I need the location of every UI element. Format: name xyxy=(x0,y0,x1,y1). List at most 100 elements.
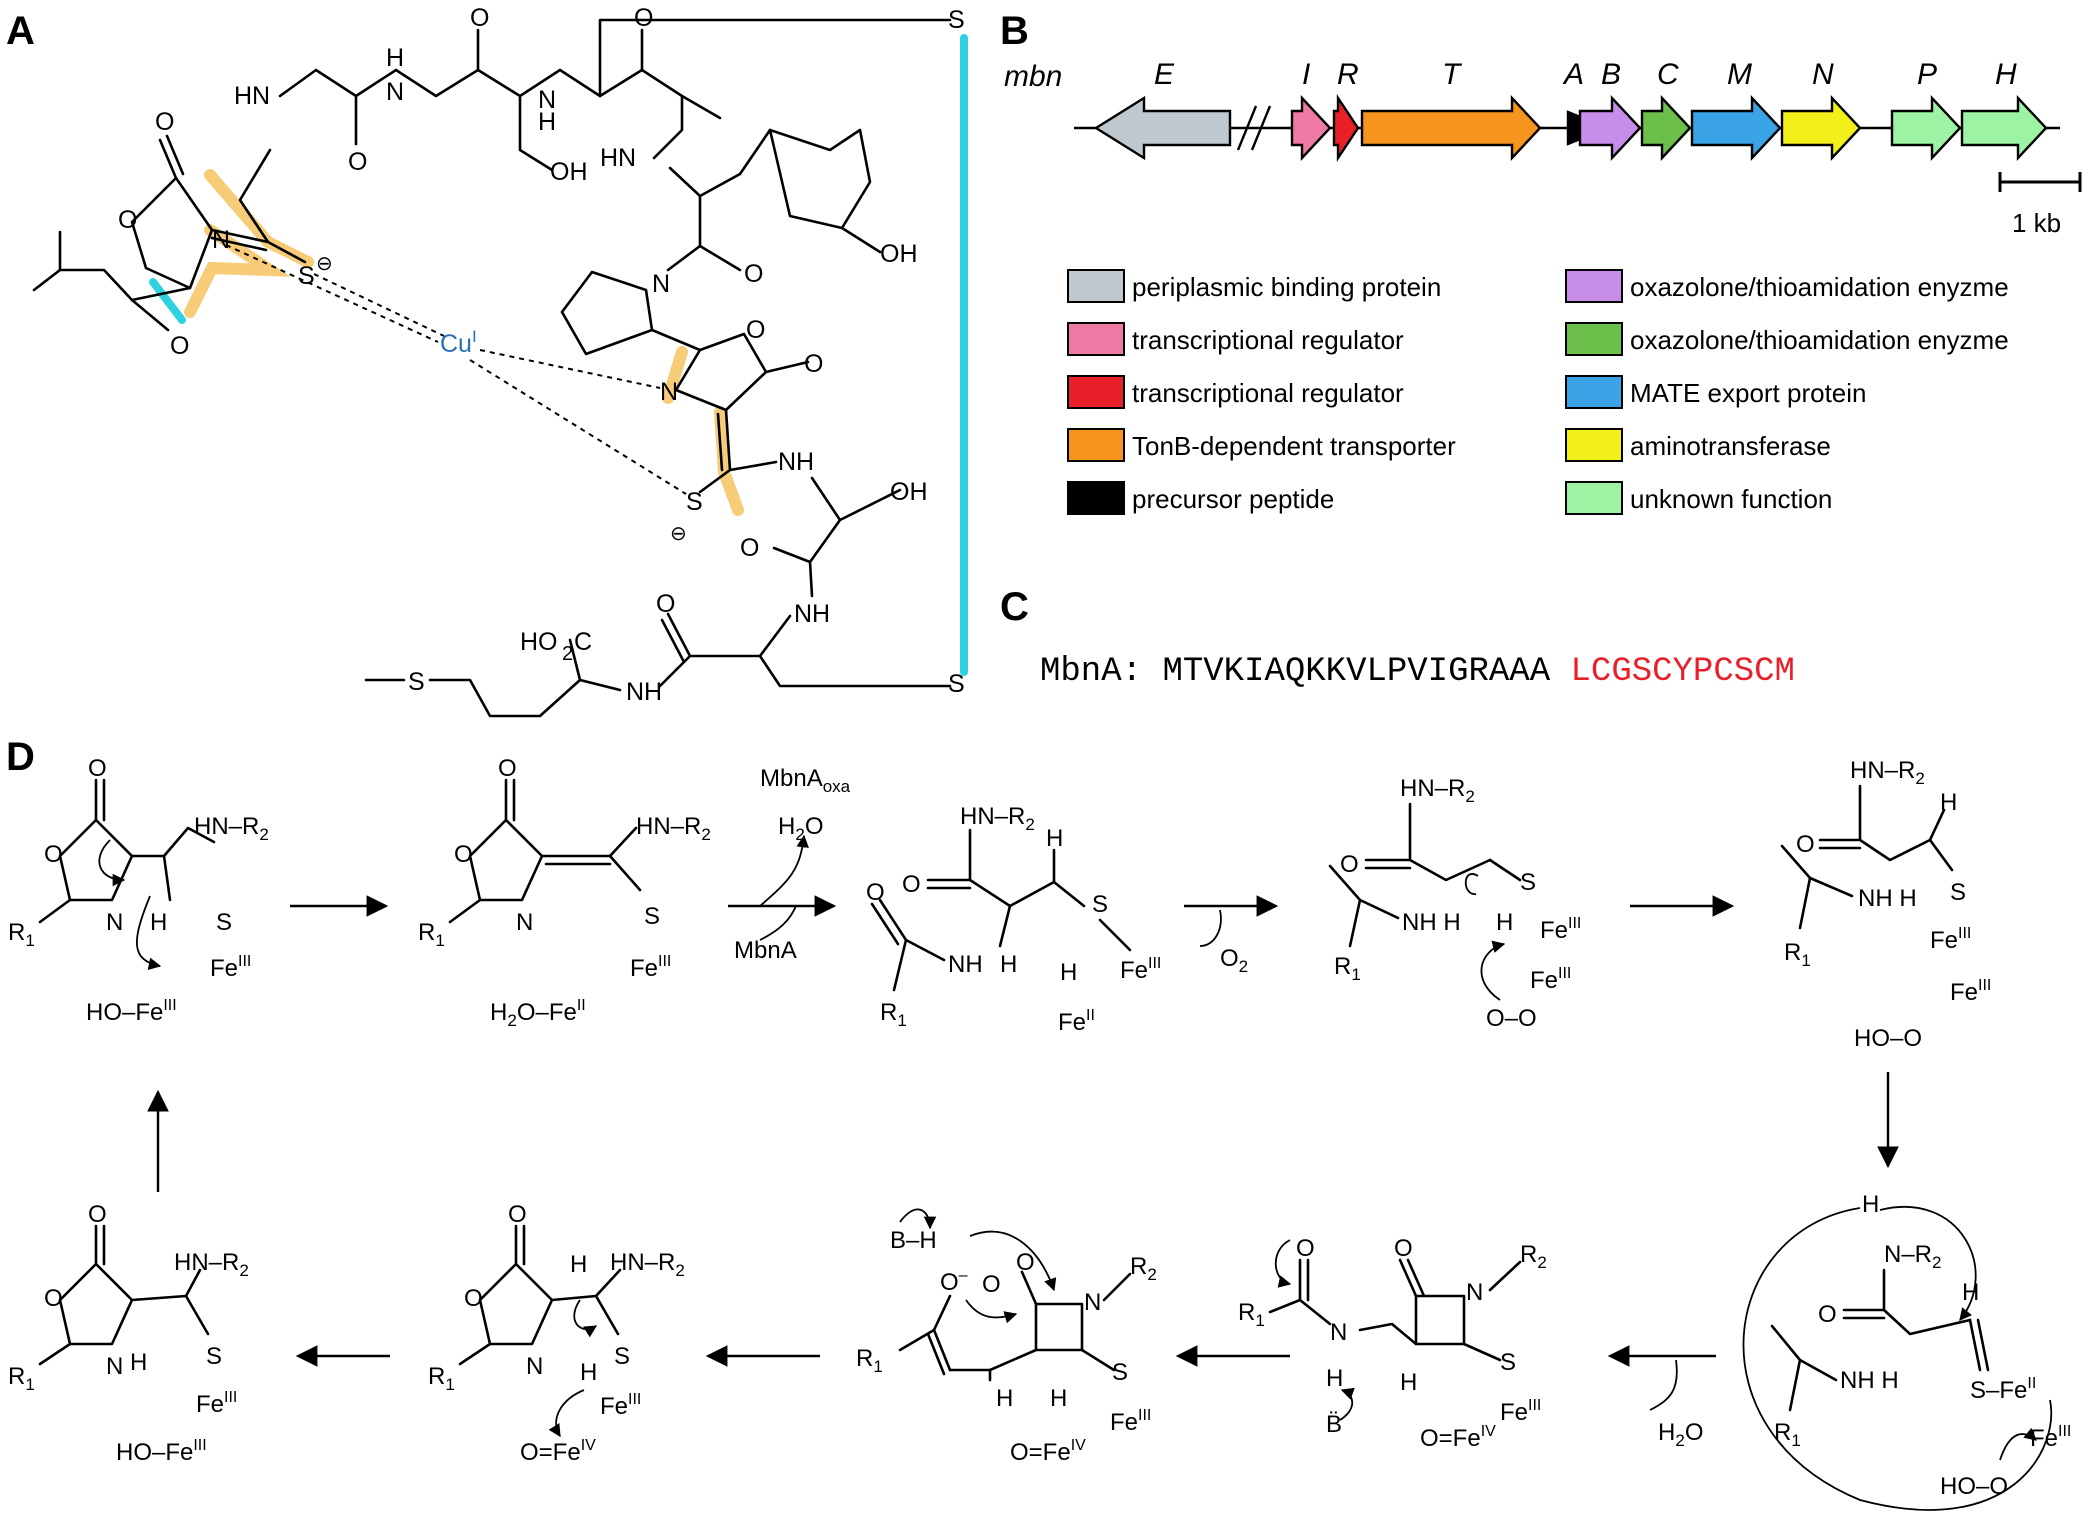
svg-text:H: H xyxy=(1000,951,1017,978)
cu-n-coordination-2 xyxy=(479,349,661,389)
mechanism-intermediate-9: O O N R1 H HN–R2 S FeIII O=FeIV H xyxy=(428,1201,685,1466)
svg-text:HN–R2: HN–R2 xyxy=(636,813,711,844)
svg-text:O: O xyxy=(1796,831,1815,858)
svg-text:HO–O: HO–O xyxy=(1854,1025,1922,1052)
svg-text:O: O xyxy=(1340,851,1359,878)
svg-text:O: O xyxy=(44,841,63,868)
svg-text:HN–R2: HN–R2 xyxy=(610,1249,685,1280)
svg-text:O=FeIV: O=FeIV xyxy=(1010,1437,1086,1466)
leader-peptide: MTVKIAQKKVLPVIGRAAA xyxy=(1162,653,1550,691)
mechanism-intermediate-1: O O N R1 H HN–R2 S FeIII HO–FeIII xyxy=(8,755,269,1026)
svg-text:HN–R2: HN–R2 xyxy=(194,813,269,844)
svg-text:O: O xyxy=(902,871,921,898)
svg-text:H: H xyxy=(996,1385,1013,1412)
svg-text:FeIII: FeIII xyxy=(1540,915,1581,944)
gene-arrow-c xyxy=(1640,94,1692,162)
svg-text:S: S xyxy=(1092,891,1108,918)
svg-text:HO–FeIII: HO–FeIII xyxy=(86,997,177,1026)
svg-text:NH H: NH H xyxy=(1858,885,1917,912)
svg-text:R1: R1 xyxy=(418,919,445,950)
gene-label-e: E xyxy=(1154,58,1175,91)
mechanism-intermediate-4: HN–R2 O S FeIII FeIII NH H H R1 O–O xyxy=(1328,775,1581,1032)
panel-d-mechanism: O O N R1 H HN–R2 S FeIII HO–FeIII O O N … xyxy=(8,755,2071,1511)
svg-text:FeIII: FeIII xyxy=(600,1391,641,1420)
svg-text:O: O xyxy=(498,755,517,782)
gene-label-h: H xyxy=(1995,58,2017,91)
svg-text:HO–O: HO–O xyxy=(1940,1473,2008,1500)
svg-text:O: O xyxy=(348,148,367,176)
gene-arrow-t xyxy=(1360,94,1542,162)
core-peptide: LCGSCYPCSCM xyxy=(1571,653,1795,691)
svg-text:OH: OH xyxy=(550,158,588,186)
gene-label-i: I xyxy=(1302,58,1310,91)
svg-text:S: S xyxy=(686,488,703,516)
sequence-label: MbnA: xyxy=(1040,653,1142,691)
svg-text:NH: NH xyxy=(948,951,983,978)
svg-text:FeIII: FeIII xyxy=(2030,1423,2071,1452)
legend-label: TonB-dependent transporter xyxy=(1132,431,1456,461)
svg-text:H: H xyxy=(1940,789,1957,816)
svg-text:⊖: ⊖ xyxy=(316,253,333,275)
oxazolone-highlight-1 xyxy=(184,224,291,318)
svg-text:NH: NH xyxy=(794,600,830,628)
svg-text:HN–R2: HN–R2 xyxy=(174,1249,249,1280)
svg-text:H: H xyxy=(386,44,404,72)
carbonyl-highlight xyxy=(149,278,186,324)
panel-letter-c: C xyxy=(1000,585,1029,629)
svg-text:R1: R1 xyxy=(1774,1419,1801,1450)
mechanism-intermediate-5: HN–R2 O H S FeIII FeIII NH H R1 HO–O xyxy=(1780,757,1991,1052)
svg-text:FeIII: FeIII xyxy=(196,1389,237,1418)
svg-text:R1: R1 xyxy=(8,919,35,950)
svg-text:OH: OH xyxy=(890,478,928,506)
svg-text:N: N xyxy=(538,86,556,114)
legend-label: oxazolone/thioamidation enyzme xyxy=(1630,325,2009,355)
mechanism-intermediate-7: O N R2 S FeIII O=FeIV H N H B̈ O R1 xyxy=(1238,1235,1547,1452)
svg-text:O: O xyxy=(746,316,765,344)
svg-text:S: S xyxy=(948,670,965,698)
svg-text:R1: R1 xyxy=(1334,953,1361,984)
gene-arrow-a xyxy=(1566,110,1580,146)
panel-letter-b: B xyxy=(1000,9,1029,53)
svg-text:FeIII: FeIII xyxy=(1930,925,1971,954)
legend-label: transcriptional regulator xyxy=(1132,325,1404,355)
svg-text:O: O xyxy=(804,350,823,378)
cluster-name: mbn xyxy=(1004,60,1062,93)
gene-label-t: T xyxy=(1442,58,1463,91)
oxazolone-highlight-2 xyxy=(662,346,688,404)
svg-text:O–: O– xyxy=(940,1267,968,1296)
gene-label-r: R xyxy=(1337,58,1359,91)
svg-text:B̈: B̈ xyxy=(1326,1411,1342,1438)
svg-text:R1: R1 xyxy=(856,1345,883,1376)
svg-text:N: N xyxy=(106,909,123,936)
svg-text:O: O xyxy=(1296,1235,1315,1262)
copper-ion-label: CuI xyxy=(440,327,477,358)
svg-text:NH H: NH H xyxy=(1840,1367,1899,1394)
svg-text:S: S xyxy=(216,909,232,936)
svg-text:O2: O2 xyxy=(1220,945,1248,976)
svg-text:N: N xyxy=(386,78,404,106)
svg-text:H: H xyxy=(150,909,167,936)
svg-text:O–O: O–O xyxy=(1486,1005,1537,1032)
svg-text:O: O xyxy=(1394,1235,1413,1262)
svg-text:FeIII: FeIII xyxy=(630,953,671,982)
svg-text:FeIII: FeIII xyxy=(1950,977,1991,1006)
binding-circle xyxy=(1742,1207,2053,1511)
oxazolone-ring-2 xyxy=(674,332,768,412)
svg-text:N: N xyxy=(526,1353,543,1380)
gene-arrow-h xyxy=(1960,94,2048,162)
svg-text:HN–R2: HN–R2 xyxy=(1400,775,1475,806)
svg-text:R1: R1 xyxy=(8,1363,35,1394)
svg-text:HN: HN xyxy=(234,82,270,110)
svg-text:N: N xyxy=(106,1353,123,1380)
svg-text:O: O xyxy=(170,332,189,360)
svg-text:O=FeIV: O=FeIV xyxy=(520,1437,596,1466)
gene-label-m: M xyxy=(1727,58,1752,91)
legend-label: periplasmic binding protein xyxy=(1132,272,1441,302)
svg-text:H: H xyxy=(1496,909,1513,936)
svg-text:N: N xyxy=(1084,1289,1101,1316)
svg-text:O: O xyxy=(470,4,489,32)
legend-swatch xyxy=(1067,428,1125,462)
legend-label: precursor peptide xyxy=(1132,484,1334,514)
